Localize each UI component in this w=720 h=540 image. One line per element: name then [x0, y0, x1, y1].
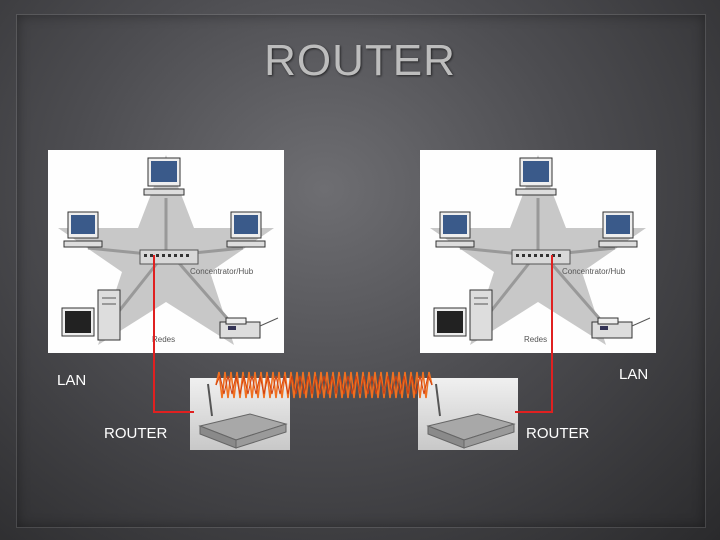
- hub-caption: Concentrator/Hub: [562, 267, 626, 276]
- computer-icon: [63, 211, 103, 248]
- router-icon: [198, 383, 288, 449]
- hub-icon: [139, 249, 199, 265]
- left-router-label: ROUTER: [104, 425, 168, 442]
- nodes-caption: Redes: [524, 335, 547, 344]
- left-network-diagram: Concentrator/Hub Redes: [48, 150, 284, 353]
- computer-icon: [598, 211, 638, 248]
- left-router-image: [190, 378, 290, 450]
- computer-icon: [143, 157, 185, 196]
- computer-icon: [515, 157, 557, 196]
- slide-title: ROUTER: [264, 36, 456, 85]
- hub-icon: [511, 249, 571, 265]
- right-lan-label: LAN: [619, 366, 649, 383]
- computer-icon: [435, 211, 475, 248]
- nodes-caption: Redes: [152, 335, 175, 344]
- router-icon: [426, 383, 516, 449]
- computer-icon: [226, 211, 266, 248]
- right-network-diagram: Concentrator/Hub Redes: [420, 150, 656, 353]
- left-lan-label: LAN: [57, 372, 87, 389]
- tower-computer-icon: [433, 289, 493, 341]
- printer-icon: [591, 317, 651, 339]
- right-router-label: ROUTER: [526, 425, 590, 442]
- right-router-image: [418, 378, 518, 450]
- printer-icon: [219, 317, 279, 339]
- tower-computer-icon: [61, 289, 121, 341]
- hub-caption: Concentrator/Hub: [190, 267, 254, 276]
